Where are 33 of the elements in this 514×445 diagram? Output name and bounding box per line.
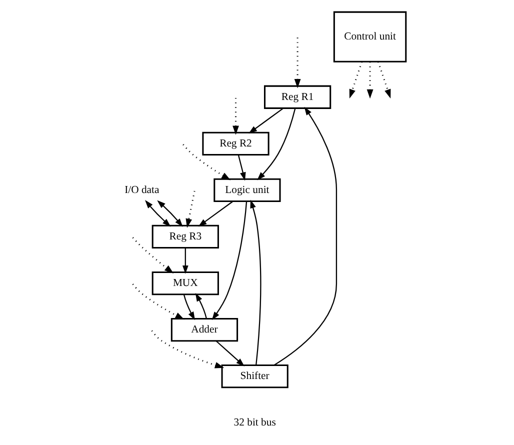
node-box: Reg R2: [202, 131, 269, 155]
arrow: [194, 292, 207, 318]
node-box: Adder: [170, 317, 238, 342]
node-box: MUX: [151, 270, 218, 295]
arrow: [215, 340, 244, 366]
node-box: Shifter: [220, 364, 288, 388]
arrow: [348, 61, 362, 98]
arrow: [237, 154, 246, 180]
arrow: [211, 200, 247, 320]
arrow: [182, 144, 230, 180]
node-box: Reg R3: [151, 224, 218, 248]
node-box: Control unit: [332, 10, 406, 62]
node-text: I/O data: [124, 184, 159, 196]
arrow: [144, 200, 170, 226]
arrow: [132, 236, 174, 274]
arrow: [377, 61, 390, 98]
node-box: Logic unit: [213, 178, 280, 202]
arrow: [156, 200, 182, 226]
arrow: [182, 247, 188, 274]
arrow: [150, 330, 224, 368]
arrow: [132, 283, 184, 320]
arrow: [185, 190, 195, 228]
arrow: [232, 98, 238, 134]
arrow: [248, 107, 284, 134]
arrow: [250, 199, 261, 365]
label: 32 bit bus: [233, 416, 276, 428]
arrow: [273, 106, 337, 366]
arrow: [366, 61, 373, 98]
arrow: [182, 294, 195, 320]
arrow: [198, 200, 233, 226]
arrow: [256, 108, 296, 180]
node-box: Reg R1: [263, 84, 331, 108]
arrow: [294, 37, 300, 88]
